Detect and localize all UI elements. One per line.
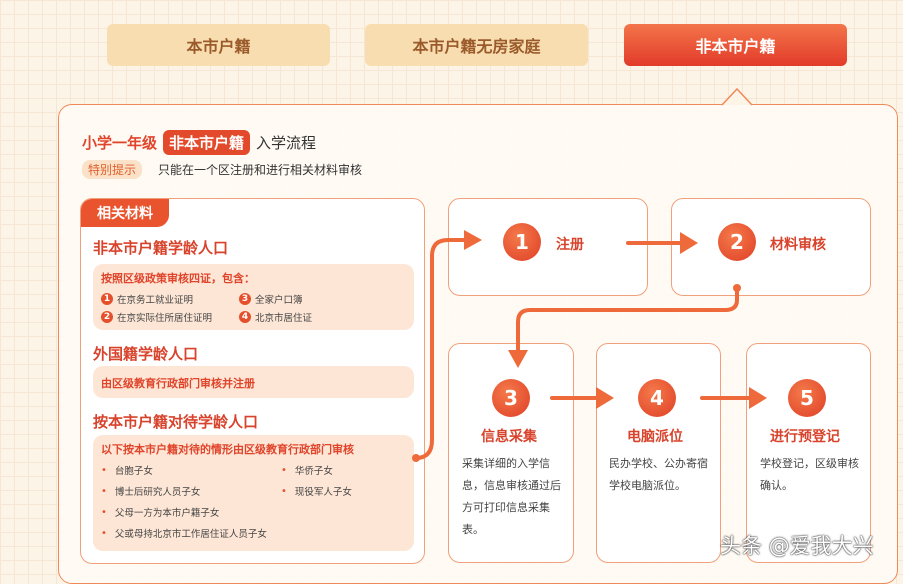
section-box: 由区级教育行政部门审核并注册 bbox=[93, 366, 414, 398]
materials-header: 相关材料 bbox=[81, 199, 169, 227]
item-text: 现役军人子女 bbox=[294, 487, 352, 498]
watermark: 头条 @爱我大兴 bbox=[720, 534, 874, 558]
section-title: 非本市户籍学龄人口 bbox=[93, 239, 229, 257]
page-title: 小学一年级 非本市户籍 入学流程 bbox=[82, 130, 316, 155]
arrowhead bbox=[464, 230, 482, 250]
tip-label: 特别提示 bbox=[82, 160, 143, 179]
step-card-2 bbox=[671, 198, 871, 296]
list-item: 4 北京市居住证 bbox=[239, 310, 312, 324]
list-item: 2 在京实际住所居住证明 bbox=[101, 310, 212, 324]
list-item: 1 在京务工就业证明 bbox=[101, 292, 193, 306]
arrowhead bbox=[680, 232, 698, 254]
title-suffix: 入学流程 bbox=[256, 134, 317, 152]
number-badge: 4 bbox=[239, 311, 251, 323]
step-number-5: 5 bbox=[788, 379, 826, 417]
number-badge: 3 bbox=[239, 293, 251, 305]
item-text: 父母一方为本市户籍子女 bbox=[114, 508, 220, 519]
step-number-2: 2 bbox=[718, 223, 756, 261]
arrowhead bbox=[508, 350, 528, 368]
tab-non-local-hukou[interactable]: 非本市户籍 bbox=[624, 24, 847, 66]
number-badge: 1 bbox=[101, 293, 113, 305]
tip-text: 只能在一个区注册和进行相关材料审核 bbox=[158, 163, 363, 177]
tab-local-hukou-no-house[interactable]: 本市户籍无房家庭 bbox=[365, 24, 588, 66]
connector-dot bbox=[412, 454, 420, 462]
title-grade: 小学一年级 bbox=[82, 134, 158, 152]
step-label-5: 进行预登记 bbox=[770, 429, 840, 445]
box-title: 以下按本市户籍对待的情形由区级教育行政部门审核 bbox=[101, 443, 354, 456]
list-item: •现役军人子女 bbox=[281, 485, 352, 499]
panel-notch bbox=[722, 87, 753, 106]
list-item: •父或母持北京市工作居住证人员子女 bbox=[101, 527, 267, 541]
section-title: 外国籍学龄人口 bbox=[93, 345, 199, 363]
step-desc-5: 学校登记，区级审核确认。 bbox=[760, 457, 859, 492]
number-badge: 2 bbox=[101, 311, 113, 323]
box-title: 由区级教育行政部门审核并注册 bbox=[101, 377, 255, 390]
list-item: •博士后研究人员子女 bbox=[101, 485, 201, 499]
connector-materials-to-step1 bbox=[414, 238, 468, 460]
step-label-2: 材料审核 bbox=[770, 237, 826, 253]
arrowhead bbox=[596, 387, 614, 409]
step-number-4: 4 bbox=[638, 379, 676, 417]
item-text: 在京实际住所居住证明 bbox=[117, 313, 213, 324]
title-pill: 非本市户籍 bbox=[163, 130, 251, 155]
step-label-1: 注册 bbox=[556, 237, 584, 253]
arrowhead bbox=[749, 387, 767, 409]
step-desc-4: 民办学校、公办寄宿学校电脑派位。 bbox=[609, 457, 708, 492]
item-text: 博士后研究人员子女 bbox=[114, 487, 201, 498]
list-item: •华侨子女 bbox=[281, 464, 333, 478]
connector-step2-to-step3 bbox=[516, 286, 739, 352]
item-text: 在京务工就业证明 bbox=[117, 295, 194, 306]
list-item: •父母一方为本市户籍子女 bbox=[101, 506, 220, 520]
step-label-3: 信息采集 bbox=[481, 429, 537, 445]
materials-card: 相关材料 非本市户籍学龄人口 按照区级政策审核四证，包含： 1 在京务工就业证明 … bbox=[80, 198, 425, 564]
list-item: •台胞子女 bbox=[101, 464, 153, 478]
box-title: 按照区级政策审核四证，包含： bbox=[101, 272, 255, 285]
step-number-3: 3 bbox=[492, 379, 530, 417]
special-tip: 特别提示 只能在一个区注册和进行相关材料审核 bbox=[82, 160, 362, 179]
item-text: 北京市居住证 bbox=[255, 313, 313, 324]
tab-local-hukou[interactable]: 本市户籍 bbox=[107, 24, 330, 66]
connector-dot bbox=[733, 284, 741, 292]
item-text: 台胞子女 bbox=[114, 466, 153, 477]
list-item: 3 全家户口簿 bbox=[239, 292, 303, 306]
section-box: 以下按本市户籍对待的情形由区级教育行政部门审核 •台胞子女 •华侨子女 •博士后… bbox=[93, 435, 414, 551]
step-label-4: 电脑派位 bbox=[627, 429, 683, 445]
step-number-1: 1 bbox=[503, 223, 541, 261]
section-box: 按照区级政策审核四证，包含： 1 在京务工就业证明 2 在京实际住所居住证明 3 全家… bbox=[93, 264, 414, 330]
step-card-1 bbox=[448, 198, 648, 296]
item-text: 父或母持北京市工作居住证人员子女 bbox=[114, 529, 267, 540]
step-desc-3: 采集详细的入学信息，信息审核通过后方可打印信息采集表。 bbox=[462, 457, 561, 536]
section-title: 按本市户籍对待学龄人口 bbox=[93, 413, 259, 431]
item-text: 华侨子女 bbox=[294, 466, 333, 477]
item-text: 全家户口簿 bbox=[255, 295, 303, 306]
